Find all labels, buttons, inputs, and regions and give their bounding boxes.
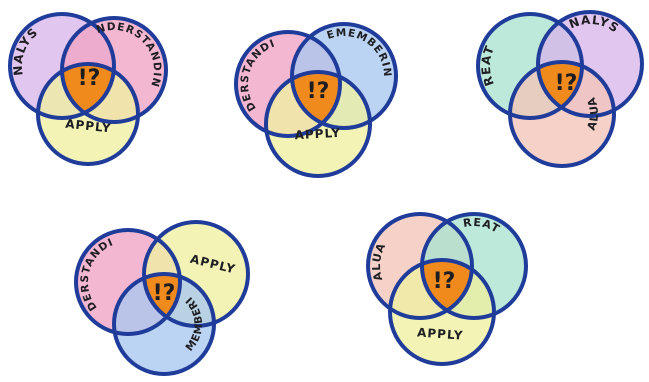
circle-outline-remembering — [112, 272, 216, 376]
label-apply: APPLY — [417, 325, 464, 342]
label-apply: APPLY — [294, 126, 341, 142]
center-mark-label: !? — [153, 281, 176, 306]
center-mark-label: !? — [307, 79, 330, 104]
venn-diagram-1: !?ANALYSEUNDERSTANDINGAPPLY — [0, 0, 168, 166]
circle-outline-apply — [264, 70, 372, 178]
center-mark-label: !? — [555, 71, 578, 96]
circle-outline-evaluate — [508, 60, 616, 168]
circle-outline-evaluate — [366, 212, 474, 320]
circle-apply — [266, 72, 370, 176]
circle-evaluate — [510, 62, 614, 166]
circle-outline-understanding — [234, 30, 342, 138]
center-intersection — [538, 62, 582, 116]
circle-outline-apply — [388, 258, 496, 366]
circle-outline-understanding — [74, 228, 182, 336]
label-apply: APPLY — [65, 117, 113, 136]
circle-outline-analyse — [8, 12, 116, 120]
center-intersection — [292, 72, 340, 128]
circle-outline-apply — [142, 220, 250, 328]
center-mark-label: !? — [433, 269, 456, 294]
center-intersection — [62, 64, 114, 118]
center-intersection — [422, 260, 472, 318]
circle-outline-remembering — [290, 22, 398, 130]
circle-remembering — [114, 274, 214, 374]
circle-outline-analyse — [536, 10, 644, 118]
center-mark-label: !? — [78, 66, 101, 91]
circle-outline-apply — [36, 62, 140, 166]
